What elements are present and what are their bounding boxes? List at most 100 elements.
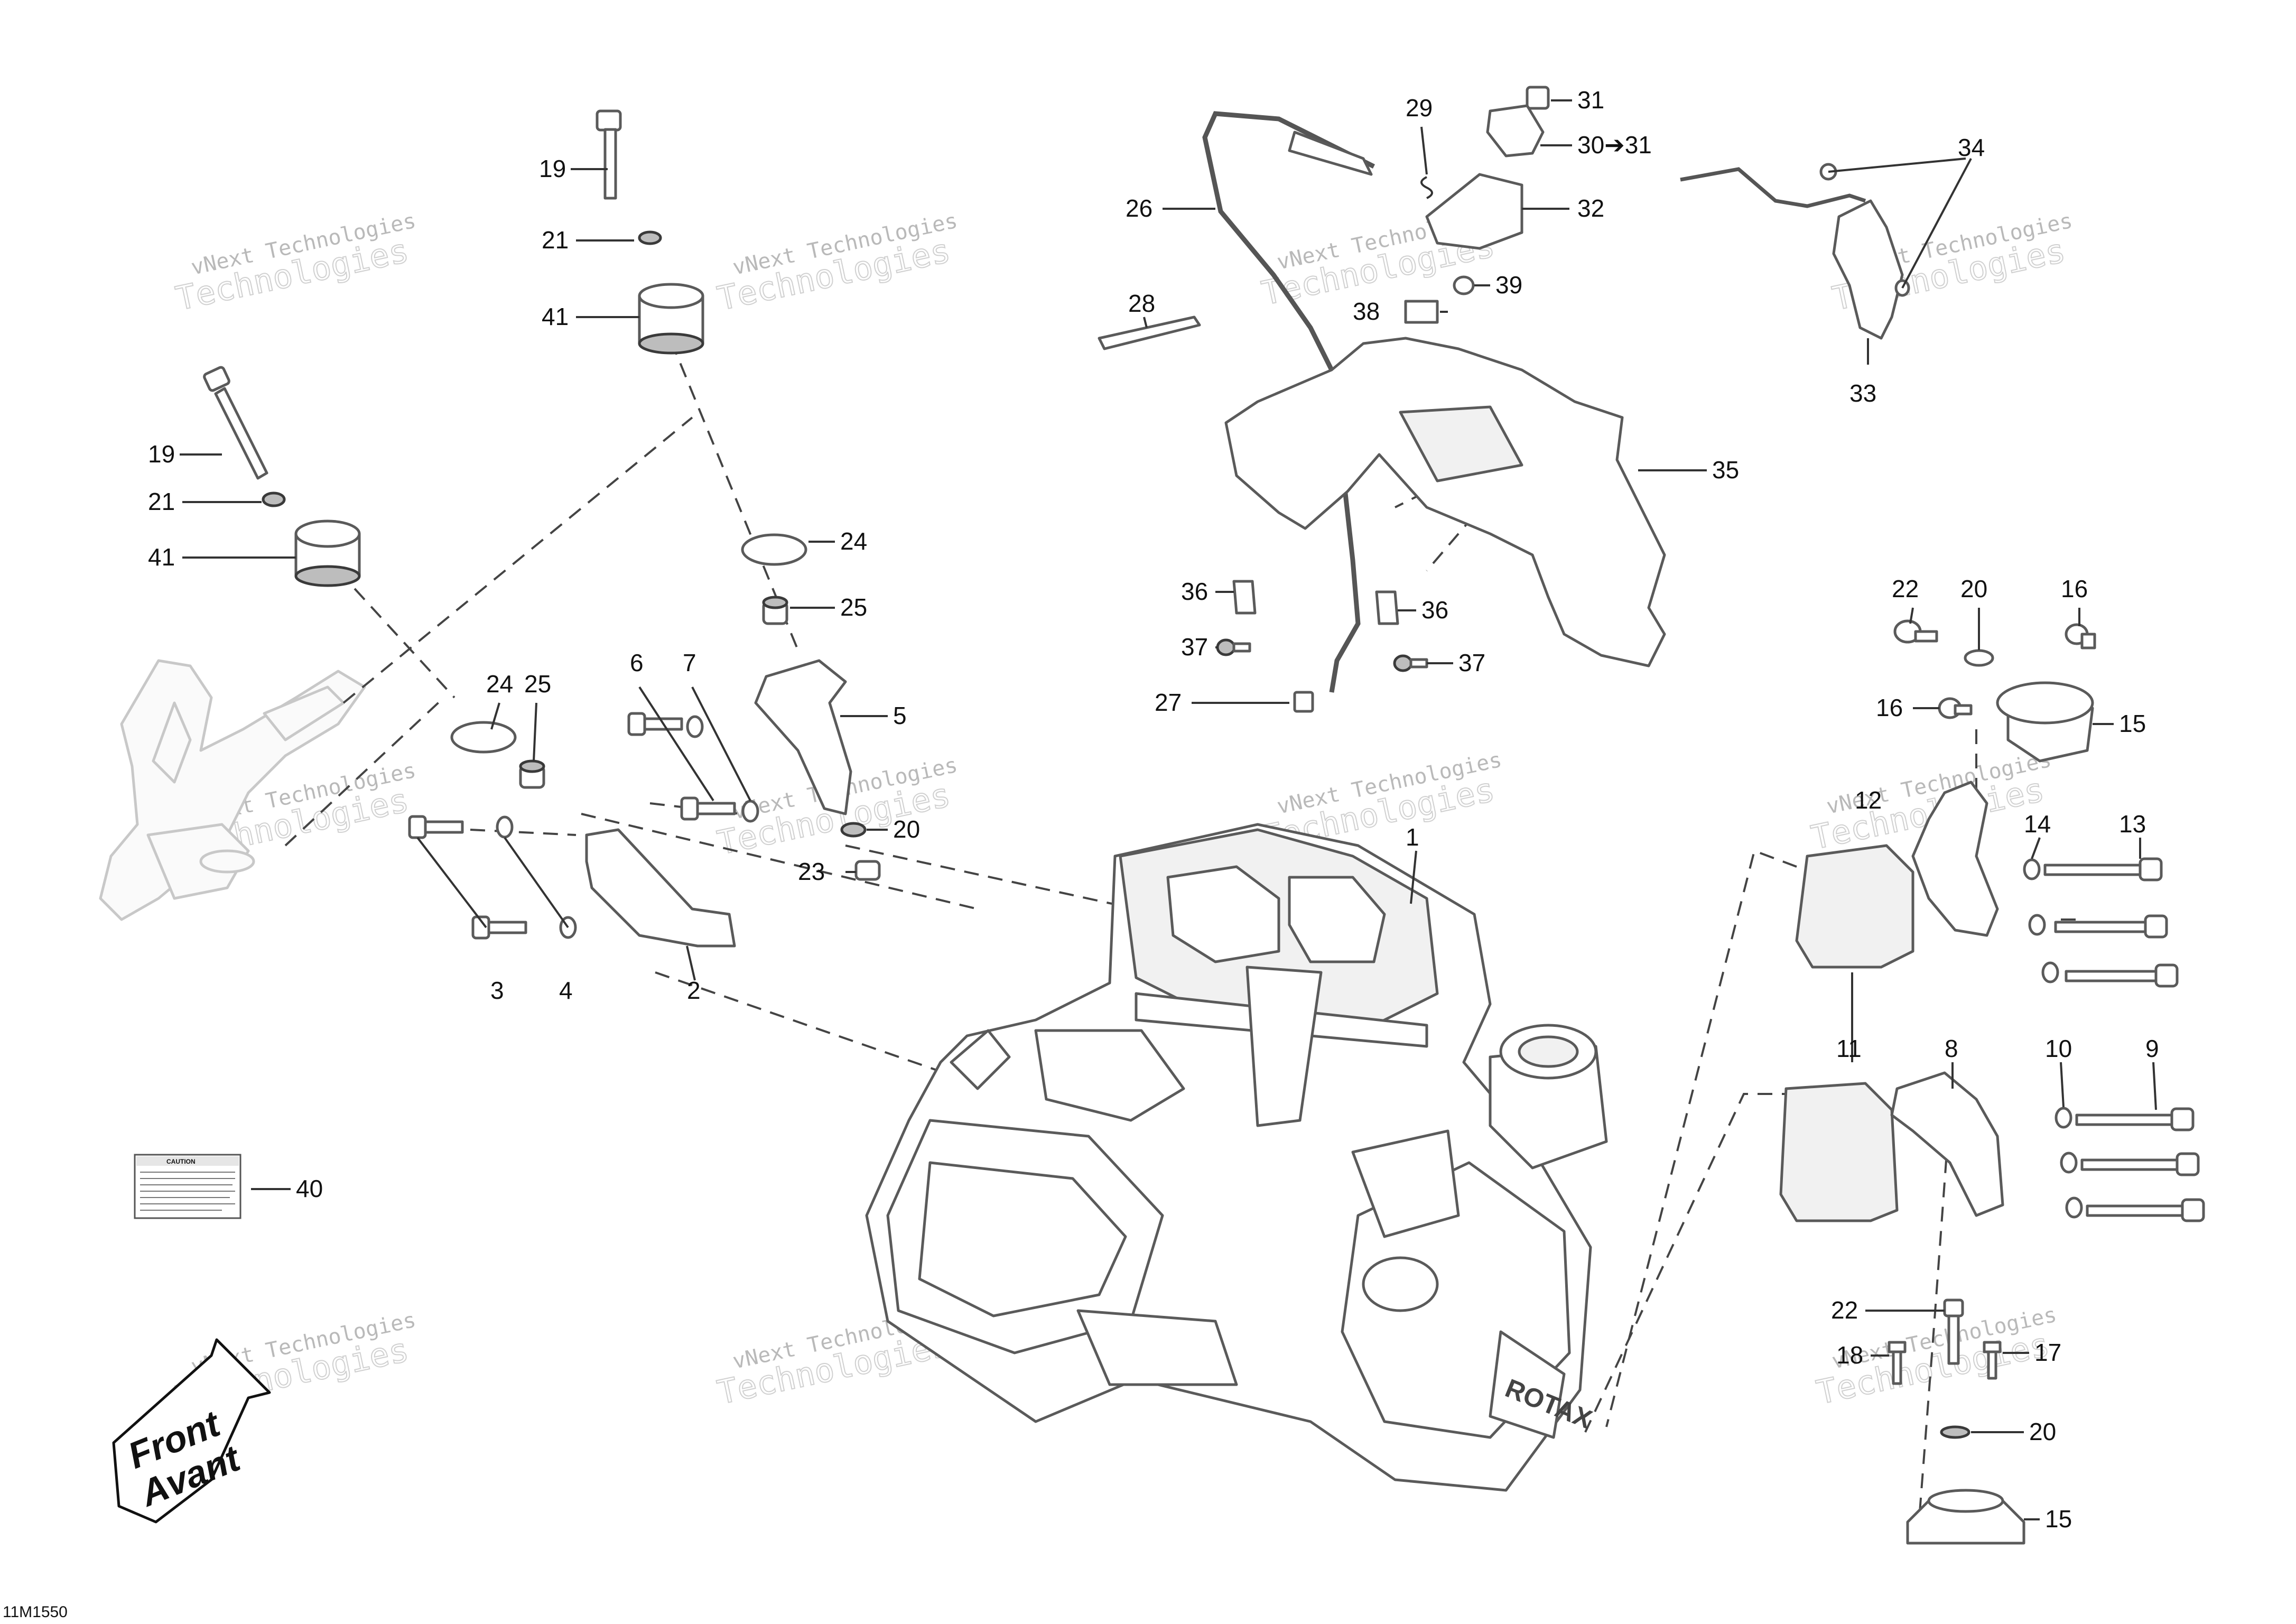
bolt-19-upper [596, 109, 622, 200]
callout-33: 33 [1849, 379, 1876, 407]
bolt-3 [471, 915, 527, 940]
callout-5: 5 [893, 702, 907, 729]
bracket-2 [585, 828, 736, 948]
spacer-11-upper [1795, 844, 1914, 969]
screw-37-right [1393, 654, 1428, 672]
grommet-41-upper [638, 283, 704, 355]
callout-28: 28 [1128, 290, 1155, 317]
callout-15: 15 [2045, 1505, 2072, 1533]
bolt-16 [1938, 697, 1973, 719]
bracket-32 [1425, 173, 1523, 250]
callout-34: 34 [1958, 134, 1985, 161]
diagram-id: 11M1550 [3, 1603, 68, 1621]
callout-22: 22 [1831, 1296, 1858, 1324]
callout-numbers: 19 21 41 19 21 41 24 25 5 6 7 20 23 24 2… [148, 86, 2159, 1533]
callout-18: 18 [1836, 1341, 1863, 1369]
callout-24: 24 [840, 527, 867, 555]
sensor-26-tip [1288, 131, 1373, 176]
clip-36-left [1232, 580, 1257, 615]
washer-14 [2028, 914, 2046, 936]
screw-37-left [1216, 638, 1251, 656]
callout-11: 11 [1836, 1035, 1862, 1062]
leader-lines [180, 99, 2157, 1520]
bolt-16 [2065, 623, 2096, 649]
cap-31 [1526, 86, 1550, 110]
washer-7 [741, 800, 759, 823]
callout-9: 9 [2145, 1035, 2159, 1062]
callout-20: 20 [893, 815, 920, 843]
callout-24: 24 [486, 670, 513, 698]
bolt-13 [2054, 914, 2168, 939]
callout-14: 14 [2024, 810, 2051, 838]
wiring-harness-26 [1202, 111, 1375, 693]
callout-7: 7 [683, 649, 696, 676]
callout-40: 40 [296, 1175, 323, 1202]
callout-16: 16 [2061, 575, 2088, 602]
caution-label-title: CAUTION [166, 1158, 196, 1165]
callout-41: 41 [542, 303, 569, 330]
callout-19: 19 [539, 155, 566, 182]
upper-mount-stack [596, 109, 881, 881]
bolt-22-lower [1943, 1298, 1964, 1365]
engine-assembly: ROTAX [865, 823, 1608, 1492]
callout-15: 15 [2119, 710, 2146, 737]
washer-21-upper [638, 230, 662, 245]
callout-3: 3 [490, 977, 504, 1004]
callout-30: 30➔31 [1577, 131, 1652, 159]
bolt-9 [2086, 1198, 2205, 1222]
bracket-8 [1890, 1071, 2004, 1217]
rubber-mount-15-upper [1996, 681, 2094, 763]
callout-26: 26 [1126, 194, 1152, 222]
callout-12: 12 [1855, 786, 1882, 814]
clip-29 [1420, 176, 1433, 199]
screw-18 [1888, 1341, 1907, 1385]
rubber-mount-15-lower [1906, 1489, 2025, 1545]
callout-22: 22 [1892, 575, 1919, 602]
callout-31: 31 [1577, 86, 1604, 114]
washer-10 [2065, 1196, 2083, 1219]
callout-37: 37 [1458, 649, 1485, 676]
bracket-12 [1911, 781, 1999, 937]
callout-10: 10 [2045, 1035, 2072, 1062]
callout-16: 16 [1876, 694, 1903, 721]
callout-13: 13 [2119, 810, 2146, 838]
washer-24-upper [741, 533, 807, 566]
grommet-41-left [294, 519, 361, 587]
callout-21: 21 [148, 488, 175, 515]
washer-14 [2023, 858, 2041, 880]
callout-6: 6 [630, 649, 644, 676]
connector-27 [1293, 691, 1314, 713]
callout-20: 20 [1960, 575, 1987, 602]
left-mount-stack [203, 366, 736, 948]
washer-20-lower [1940, 1425, 1970, 1439]
callout-19: 19 [148, 440, 175, 468]
bolt-22-upper [1893, 619, 1938, 644]
callout-4: 4 [559, 977, 573, 1004]
frame-ghost-illustration [99, 659, 366, 921]
washer-10 [2055, 1107, 2072, 1129]
callout-32: 32 [1577, 194, 1604, 222]
callout-25: 25 [524, 670, 551, 698]
callout-36: 36 [1181, 578, 1208, 605]
bolt-19-left [203, 366, 268, 480]
callout-21: 21 [542, 226, 569, 254]
bolt-9 [2080, 1152, 2200, 1176]
bracket-35 [1224, 337, 1666, 667]
washer-14 [2041, 961, 2059, 983]
callout-29: 29 [1406, 94, 1433, 122]
caution-label-40: CAUTION [134, 1154, 241, 1219]
callout-17: 17 [2034, 1339, 2061, 1366]
washer-4 [496, 815, 514, 839]
washer-20-upper [840, 822, 867, 838]
callout-20: 20 [2029, 1418, 2056, 1445]
nut-25-upper [762, 596, 788, 625]
callout-41: 41 [148, 543, 175, 571]
callout-1: 1 [1406, 823, 1419, 851]
callout-2: 2 [687, 977, 701, 1004]
callout-38: 38 [1353, 298, 1380, 325]
strap-28 [1098, 315, 1201, 350]
callout-37: 37 [1181, 633, 1208, 661]
cover-33 [1832, 199, 1904, 340]
bracket-5 [754, 659, 852, 815]
